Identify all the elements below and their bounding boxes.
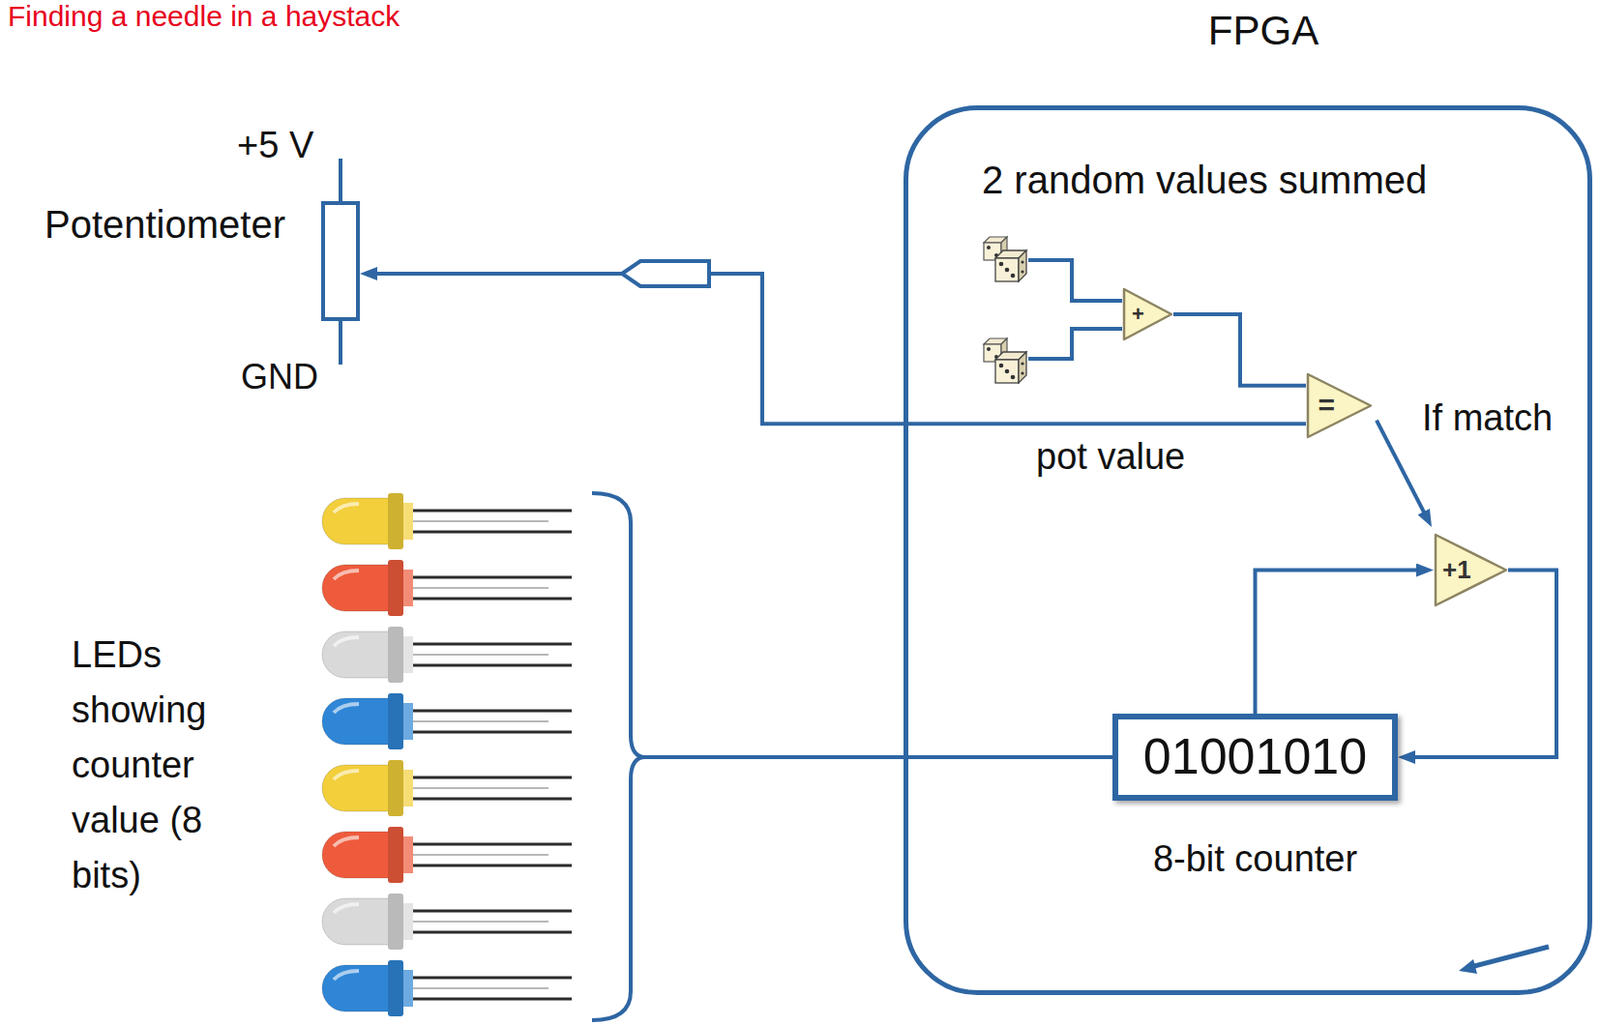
ground-label: GND (240, 356, 319, 397)
dice-wire (1028, 260, 1123, 301)
curly-bracket (592, 493, 646, 1021)
function-triangle (1307, 374, 1371, 438)
signal-wire (1173, 314, 1306, 386)
shape-outline (1305, 372, 1373, 440)
dice-caption: 2 random values summed (981, 157, 1427, 203)
counter-value: 01001010 (1118, 719, 1393, 796)
block-title: FPGA (1208, 7, 1319, 55)
corner-arrowhead (1458, 959, 1478, 975)
led-red (322, 560, 572, 617)
dice-icon (983, 338, 1027, 384)
led-yellow (322, 760, 572, 817)
dice-wire (1028, 328, 1123, 359)
resistor-body (323, 203, 358, 320)
operator-symbol: = (1305, 372, 1348, 440)
register-caption: 8-bit counter (1153, 838, 1358, 882)
component-name: Potentiometer (44, 202, 286, 247)
signal-wire (1255, 570, 1422, 715)
led-bank: LEDs showing counter value (8 bits) (71, 489, 646, 1023)
function-triangle (1124, 289, 1172, 340)
supply-label: +5 V (237, 124, 314, 168)
operator-symbol: +1 (1433, 533, 1481, 608)
supply-lead (338, 158, 343, 202)
led-description: LEDs showing counter value (8 bits) (71, 627, 256, 904)
slide-title: Finding a needle in a haystack (7, 0, 400, 34)
led-blue (322, 693, 572, 750)
ground-lead (338, 321, 343, 365)
corner-arrow (1474, 947, 1549, 967)
signal-label: pot value (1036, 436, 1186, 479)
counter-register: 010010108-bit counter (1112, 713, 1398, 801)
dice-icon (983, 237, 1027, 282)
condition-label: If match (1422, 397, 1553, 441)
shape-outline (321, 201, 360, 322)
signal-wire (645, 755, 1113, 760)
led-white (322, 893, 572, 950)
fpga-outline (906, 108, 1591, 994)
signal-wire (1376, 420, 1426, 516)
signal-wire (1411, 570, 1557, 759)
comparator-block: = (1305, 372, 1373, 440)
wire-connector (622, 261, 710, 287)
led-white (322, 626, 572, 683)
led-blue (322, 960, 572, 1017)
led-yellow (322, 493, 572, 550)
adder-block: + (1122, 287, 1174, 342)
shape-outline (1122, 287, 1174, 342)
fpga-boundary: FPGA+=+1010010108-bit counter (903, 105, 1593, 996)
operator-symbol: + (1122, 287, 1155, 342)
potentiometer-symbol: Potentiometer (321, 201, 360, 322)
led-red (322, 827, 572, 884)
signal-wire (373, 273, 1306, 424)
increment-block: +1 (1433, 533, 1509, 608)
